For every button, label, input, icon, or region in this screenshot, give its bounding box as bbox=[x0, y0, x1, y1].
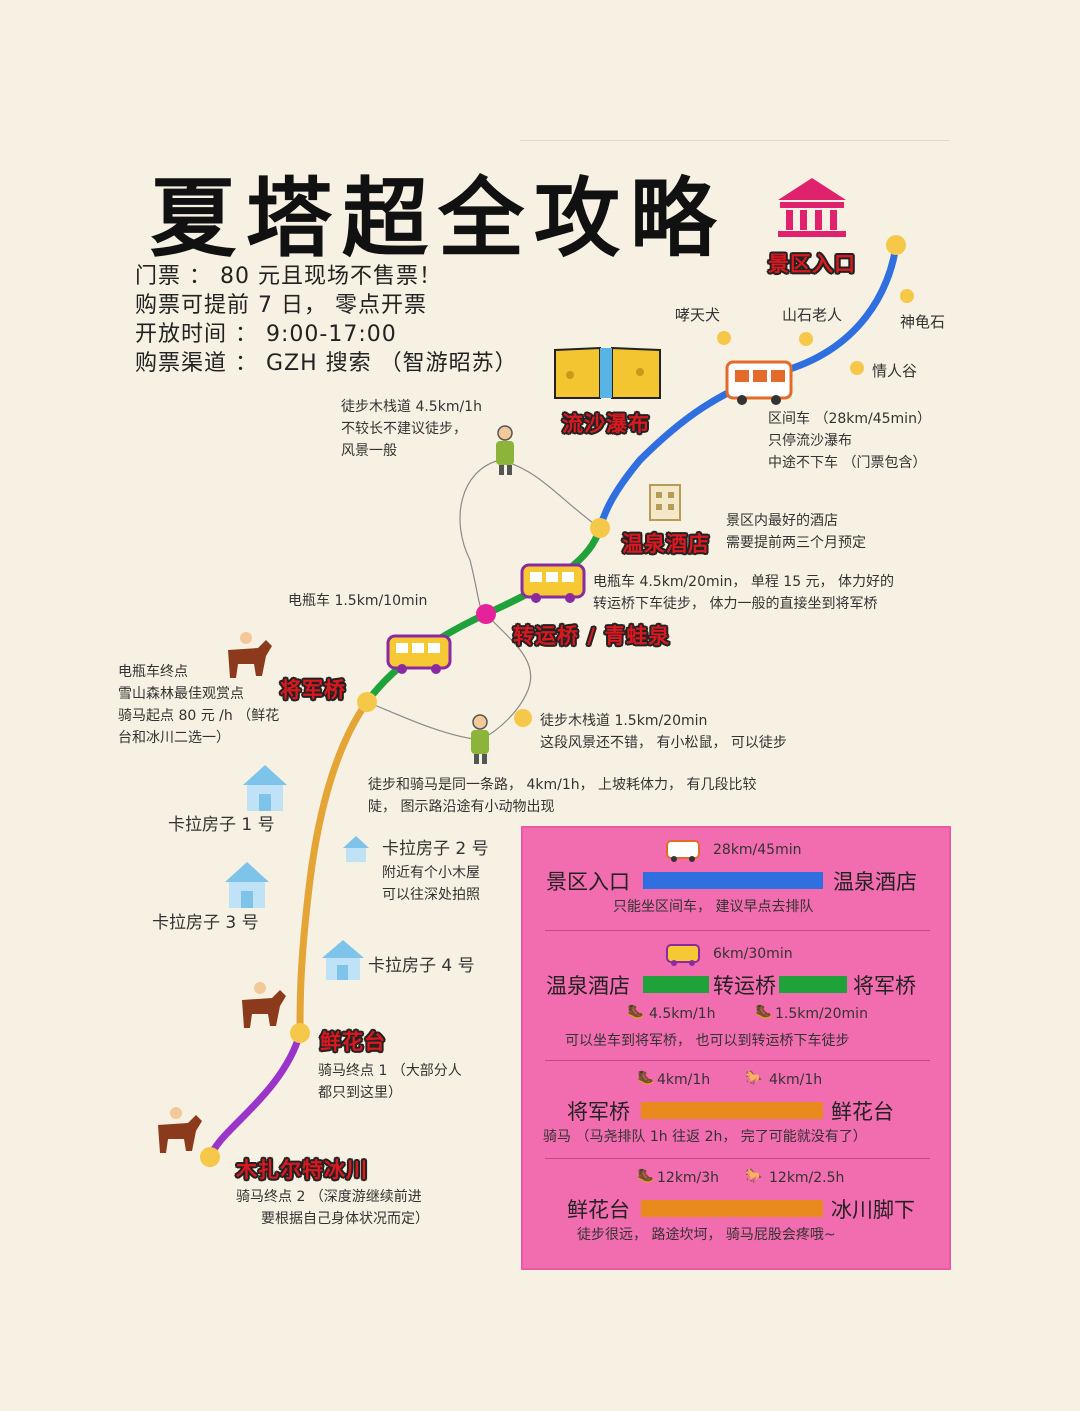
stop-dot-hotel bbox=[590, 518, 610, 538]
legend-to: 温泉酒店 bbox=[833, 870, 917, 894]
stop-dot-entrance bbox=[886, 235, 906, 255]
legend-note: 徒步很远， 路途坎坷， 骑马屁股会疼哦~ bbox=[577, 1227, 836, 1243]
stop-dot-flower bbox=[290, 1023, 310, 1043]
label-transfer: 转运桥 / 青蛙泉 bbox=[513, 624, 671, 648]
route-legend-panel: 28km/45min 景区入口 温泉酒店 只能坐区间车， 建议早点去排队 6km… bbox=[521, 826, 951, 1270]
legend-to: 冰川脚下 bbox=[831, 1198, 915, 1222]
legend-bar-ecar-1 bbox=[643, 976, 709, 993]
house-icon-2 bbox=[343, 836, 369, 862]
legend-from: 景区入口 bbox=[546, 870, 630, 894]
horse-icon: 🐎 bbox=[745, 1070, 763, 1086]
legend-from: 温泉酒店 bbox=[546, 974, 630, 998]
legend-note: 骑马 （马尧排队 1h 往返 2h， 完了可能就没有了） bbox=[543, 1129, 867, 1145]
hiker-icon: 🥾 bbox=[627, 1004, 645, 1020]
legend-to: 将军桥 bbox=[853, 974, 916, 998]
hiker-icon: 🥾 bbox=[637, 1168, 655, 1184]
poi-oldman: 山石老人 bbox=[782, 306, 843, 324]
entrance-gate-icon bbox=[778, 178, 846, 237]
hiker-icon-2 bbox=[471, 714, 489, 764]
header-divider bbox=[520, 140, 950, 141]
hiker-icon-1 bbox=[496, 425, 514, 475]
poi-turtle: 神龟石 bbox=[900, 313, 946, 331]
poi-dot-dog bbox=[717, 331, 731, 345]
hotel-building-icon bbox=[649, 484, 681, 521]
poi-lovers: 情人谷 bbox=[872, 362, 918, 380]
label-hotel: 温泉酒店 bbox=[622, 532, 710, 556]
note-ecar: 电瓶车 4.5km/20min， 单程 15 元， 体力好的 转运桥下车徒步， … bbox=[593, 574, 895, 612]
note-glacier: 骑马终点 2 （深度游继续前进 要根据自己身体状况而定） bbox=[236, 1189, 429, 1227]
legend-from: 将军桥 bbox=[567, 1100, 630, 1124]
poi-dot-turtle bbox=[900, 289, 914, 303]
waterfall-icon bbox=[554, 346, 661, 399]
label-glacier: 木扎尔特冰川 bbox=[236, 1158, 368, 1182]
legend-to: 鲜花台 bbox=[831, 1100, 894, 1124]
house-icon-3 bbox=[225, 862, 269, 908]
walking-trail-lower bbox=[366, 613, 532, 741]
horse-icon-2 bbox=[242, 982, 286, 1028]
label-flower: 鲜花台 bbox=[320, 1030, 386, 1054]
legend-note: 只能坐区间车， 建议早点去排队 bbox=[613, 899, 814, 915]
stop-dot-transfer bbox=[476, 604, 496, 624]
house-icon-4 bbox=[322, 940, 364, 980]
legend-bar-bus bbox=[643, 872, 823, 889]
opening-hours: 开放时间 ： 9:00-17:00 bbox=[135, 322, 397, 347]
note-flower: 骑马终点 1 （大部分人 都只到这里） bbox=[318, 1063, 462, 1101]
poi-dot-oldman bbox=[799, 332, 813, 346]
stop-dot-glacier bbox=[200, 1147, 220, 1167]
booking-window: 购票可提前 7 日， 零点开票 bbox=[135, 293, 427, 318]
shuttle-bus-icon bbox=[725, 360, 793, 405]
note-walk-upper: 徒步木栈道 4.5km/1h 不较长不建议徒步， 风景一般 bbox=[341, 399, 482, 459]
ticket-price: 门票 ： 80 元且现场不售票！ bbox=[135, 264, 442, 289]
label-general: 将军桥 bbox=[280, 678, 346, 702]
label-house-4: 卡拉房子 4 号 bbox=[368, 956, 475, 976]
horse-icon: 🐎 bbox=[745, 1168, 763, 1184]
label-house-2: 卡拉房子 2 号 附近有个小木屋 可以往深处拍照 bbox=[382, 839, 489, 903]
legend-from: 鲜花台 bbox=[567, 1198, 630, 1222]
note-walk-lower: 徒步木栈道 1.5km/20min 这段风景还不错， 有小松鼠， 可以徒步 bbox=[540, 713, 787, 751]
horse-route bbox=[296, 698, 371, 1037]
note-general: 电瓶车终点 雪山森林最佳观赏点 骑马起点 80 元 /h （鲜花 台和冰川二选一… bbox=[118, 664, 280, 746]
legend-mid: 转运桥 bbox=[713, 974, 776, 998]
label-waterfall: 流沙瀑布 bbox=[562, 412, 650, 436]
ecar-icon-1 bbox=[520, 563, 586, 603]
note-ecar-short: 电瓶车 1.5km/10min bbox=[288, 593, 428, 609]
page-title: 夏塔超全攻略 bbox=[150, 169, 726, 269]
glacier-route bbox=[206, 1029, 304, 1161]
horse-icon-1 bbox=[228, 632, 272, 678]
hiker-icon: 🥾 bbox=[637, 1070, 655, 1086]
legend-note: 可以坐车到将军桥， 也可以到转运桥下车徒步 bbox=[565, 1033, 850, 1049]
note-walk-horse: 徒步和骑马是同一条路， 4km/1h， 上坡耗体力， 有几段比较 陡， 图示路沿… bbox=[368, 777, 757, 815]
shuttle-bus-icon bbox=[666, 840, 700, 862]
ecar-icon-2 bbox=[386, 634, 452, 674]
walking-trail-upper bbox=[459, 459, 601, 615]
booking-channel: 购票渠道 ： GZH 搜索 （智游昭苏） bbox=[135, 351, 518, 376]
poi-dot-lovers bbox=[850, 361, 864, 375]
label-house-1: 卡拉房子 1 号 bbox=[168, 815, 275, 835]
legend-bar-horse-1 bbox=[641, 1102, 823, 1119]
horse-icon-3 bbox=[158, 1107, 202, 1153]
legend-bar-ecar-2 bbox=[779, 976, 847, 993]
hiker-icon: 🥾 bbox=[755, 1004, 773, 1020]
legend-bar-horse-2 bbox=[641, 1200, 823, 1217]
ticket-info: 门票 ： 80 元且现场不售票！ 购票可提前 7 日， 零点开票 开放时间 ： … bbox=[135, 262, 518, 378]
poi-dog: 哮天犬 bbox=[675, 306, 721, 324]
note-bus: 区间车 （28km/45min） 只停流沙瀑布 中途不下车 （门票包含） bbox=[768, 411, 931, 471]
house-icon-1 bbox=[243, 765, 287, 811]
label-entrance: 景区入口 bbox=[768, 252, 856, 276]
label-house-3: 卡拉房子 3 号 bbox=[152, 913, 259, 933]
note-hotel: 景区内最好的酒店 需要提前两三个月预定 bbox=[726, 513, 866, 551]
stop-dot-general bbox=[357, 692, 377, 712]
ecar-icon bbox=[666, 944, 700, 966]
trail-dot bbox=[514, 709, 532, 727]
